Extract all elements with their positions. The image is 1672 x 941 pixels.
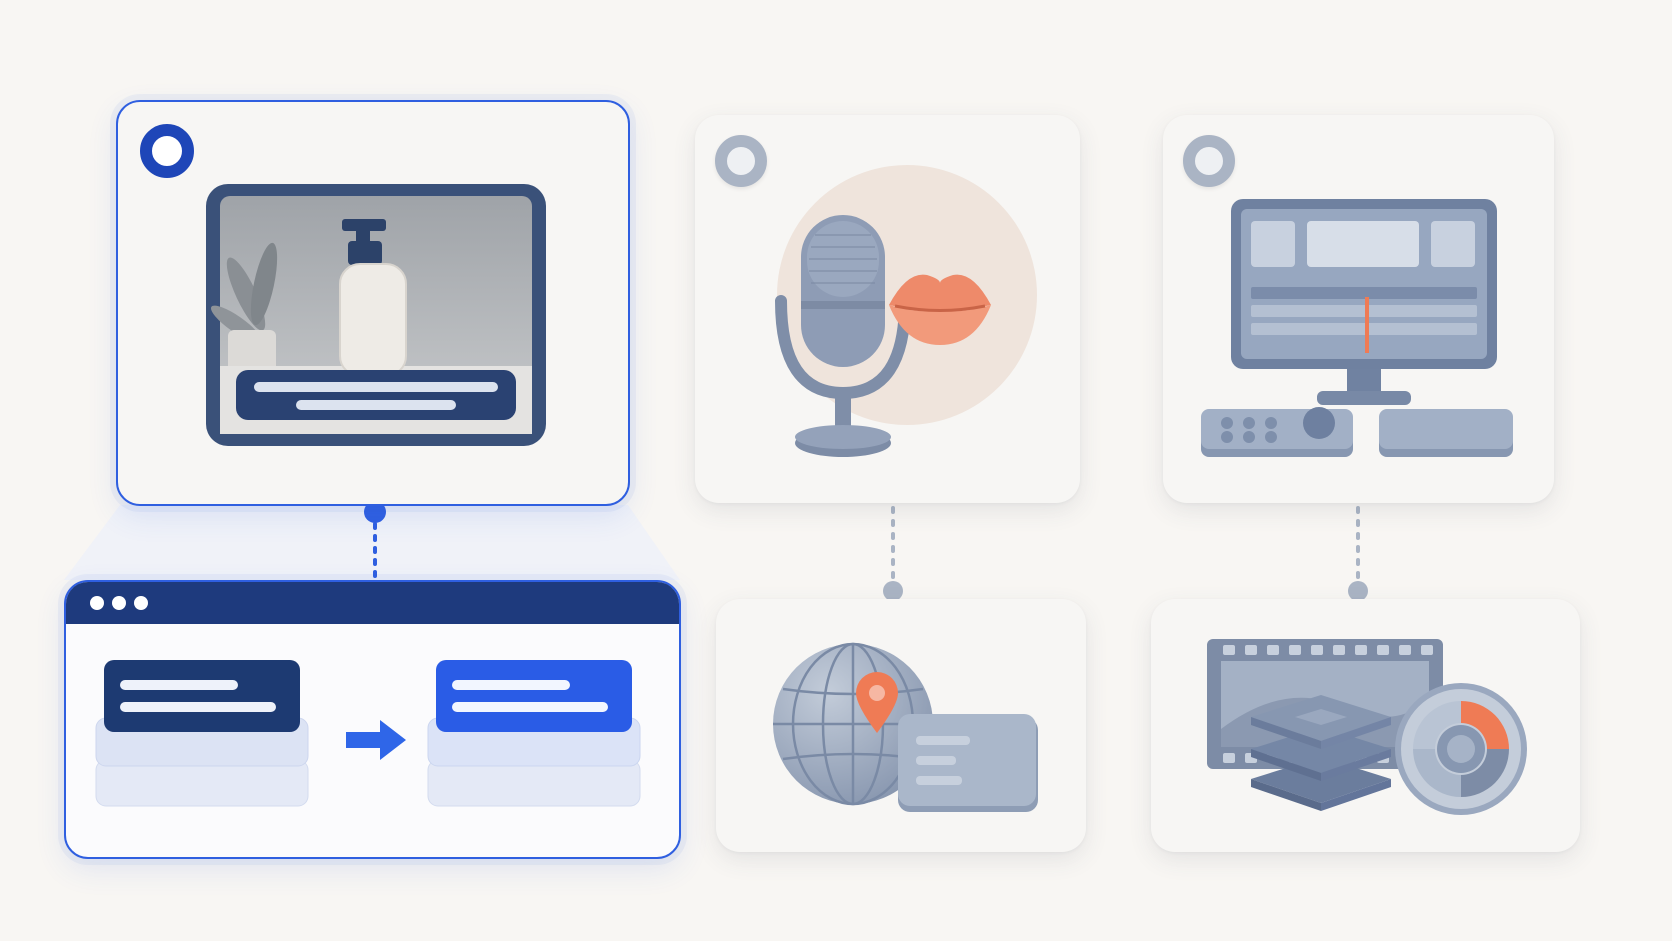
step-radio-selected[interactable] <box>140 124 194 178</box>
step-card-product-video[interactable] <box>116 100 630 506</box>
window-dot-icon <box>90 596 104 610</box>
window-dot-icon <box>112 596 126 610</box>
location-pin-icon <box>856 672 898 733</box>
dial-icon <box>1395 683 1527 815</box>
source-text-stack <box>95 660 309 807</box>
step-card-video-editor[interactable] <box>1163 115 1554 503</box>
substep-card-video-layers[interactable] <box>1151 599 1580 852</box>
lips-icon <box>889 274 991 345</box>
substep-card-localization[interactable] <box>716 599 1086 852</box>
id-card-icon <box>898 714 1038 812</box>
substep-card-text-replace[interactable] <box>64 580 681 859</box>
layers-icon <box>1251 695 1391 811</box>
keyboard-icon <box>1201 407 1513 457</box>
arrow-right-icon <box>346 720 406 760</box>
browser-titlebar <box>66 582 679 624</box>
translated-text-stack <box>427 660 641 807</box>
window-dot-icon <box>134 596 148 610</box>
step-card-voiceover[interactable] <box>695 115 1080 503</box>
product-bottle-icon <box>206 184 546 446</box>
step-radio-unselected[interactable] <box>1183 135 1235 187</box>
monitor-icon <box>1231 199 1497 405</box>
